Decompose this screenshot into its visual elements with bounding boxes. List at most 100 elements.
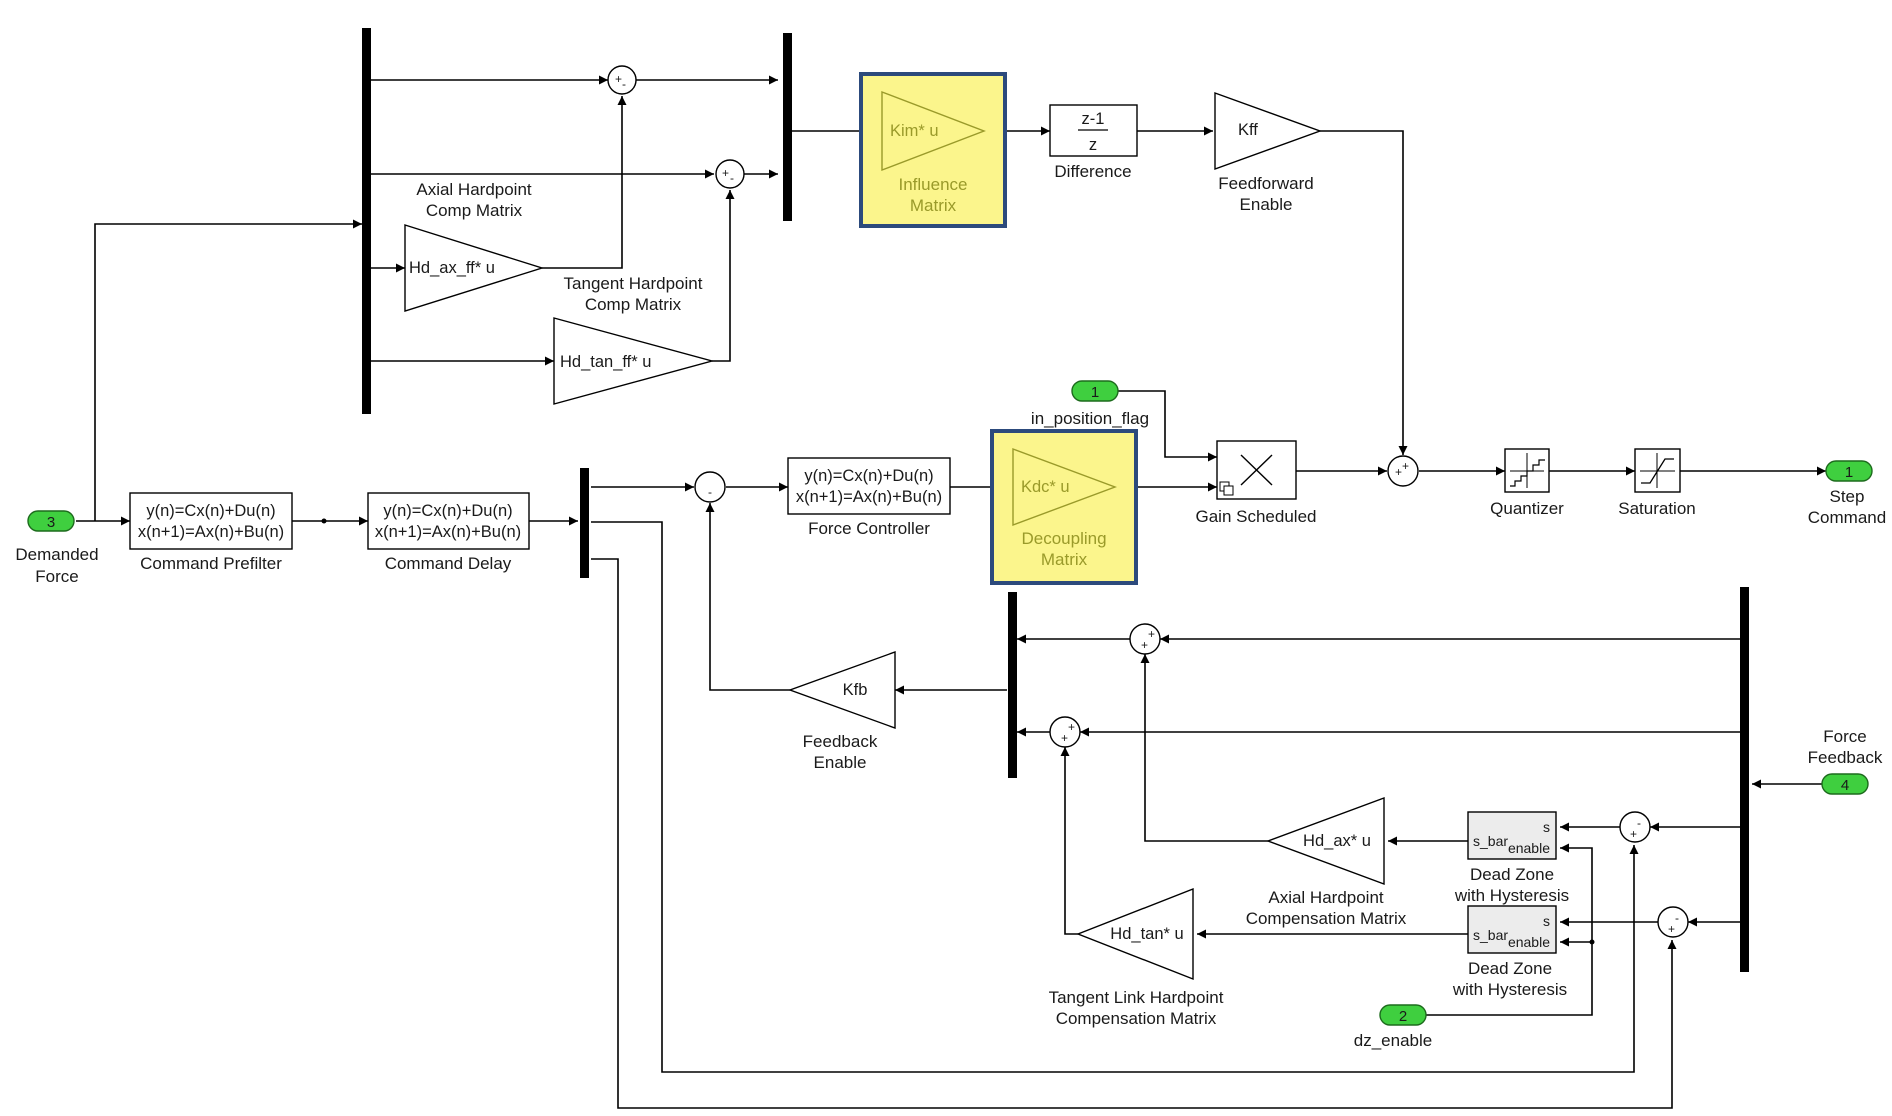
axial-hp-compensation-label-2: Compensation Matrix [1246,909,1407,928]
inport-demanded-force[interactable]: 3 [27,510,75,532]
svg-text:1: 1 [1845,464,1853,481]
svg-text:3: 3 [47,514,55,531]
svg-text:+: + [1668,922,1675,936]
command-delay-block[interactable]: y(n)=Cx(n)+Du(n) x(n+1)=Ax(n)+Bu(n) [367,492,530,550]
sum-block-top-1[interactable]: + - [607,65,637,95]
svg-text:+: + [1402,459,1409,473]
sum-block-mid[interactable]: - [694,471,726,503]
sum-block-feedback-1[interactable]: + + [1129,623,1161,655]
sum-block-dead-zone-2[interactable]: - + [1657,906,1689,938]
gain-scheduled-block[interactable] [1216,440,1297,500]
svg-text:Kff: Kff [1238,121,1258,139]
svg-text:-: - [730,171,734,185]
svg-text:+: + [1630,827,1637,841]
axial-hp-comp-label-1: Axial Hardpoint [416,180,532,199]
svg-text:enable: enable [1508,934,1550,950]
saturation-label: Saturation [1618,499,1696,518]
svg-text:s: s [1543,913,1550,929]
svg-text:y(n)=Cx(n)+Du(n): y(n)=Cx(n)+Du(n) [383,502,512,520]
force-controller-label: Force Controller [808,519,930,538]
tangent-hp-comp-label-2: Comp Matrix [585,295,682,314]
difference-block[interactable]: z-1 z [1049,104,1138,157]
difference-label: Difference [1054,162,1131,181]
svg-text:y(n)=Cx(n)+Du(n): y(n)=Cx(n)+Du(n) [804,467,933,485]
quantizer-label: Quantizer [1490,499,1564,518]
outport-step-command[interactable]: 1 [1825,460,1873,482]
svg-text:+: + [1141,638,1148,652]
svg-text:Matrix: Matrix [1041,550,1088,569]
svg-text:enable: enable [1508,840,1550,856]
svg-text:x(n+1)=Ax(n)+Bu(n): x(n+1)=Ax(n)+Bu(n) [375,523,521,541]
command-delay-label: Command Delay [385,554,512,573]
feedback-enable-label-1: Feedback [803,732,878,751]
decoupling-matrix-block[interactable]: Kdc* u Decoupling Matrix [990,429,1138,585]
svg-text:s: s [1543,819,1550,835]
quantizer-block[interactable] [1504,448,1550,493]
svg-text:Matrix: Matrix [910,196,957,215]
svg-text:x(n+1)=Ax(n)+Bu(n): x(n+1)=Ax(n)+Bu(n) [138,523,284,541]
saturation-block[interactable] [1634,448,1681,493]
tangent-link-hp-compensation-gain[interactable]: Hd_tan* u [1076,887,1194,981]
force-feedback-demux-bar [1740,587,1749,972]
svg-text:Kdc* u: Kdc* u [1021,478,1070,496]
dead-zone-block-1[interactable]: s s_bar enable [1467,811,1557,860]
svg-text:s_bar: s_bar [1473,833,1508,849]
feedback-enable-gain[interactable]: Kfb [787,651,896,729]
top-mux-bar [783,33,792,221]
sum-block-top-2[interactable]: + - [715,159,745,189]
axial-hp-compensation-label-1: Axial Hardpoint [1268,888,1384,907]
command-prefilter-label: Command Prefilter [140,554,282,573]
svg-text:Hd_tan* u: Hd_tan* u [1110,925,1183,943]
svg-text:2: 2 [1399,1008,1407,1025]
sum-block-dead-zone-1[interactable]: - + [1619,811,1651,843]
command-prefilter-block[interactable]: y(n)=Cx(n)+Du(n) x(n+1)=Ax(n)+Bu(n) [129,492,293,550]
tangent-link-hp-compensation-label-2: Compensation Matrix [1056,1009,1217,1028]
sum-block-feedback-2[interactable]: + + [1049,716,1081,748]
dead-zone-block-2[interactable]: s s_bar enable [1467,905,1557,954]
inport-force-feedback[interactable]: 4 [1821,773,1869,795]
command-demux-bar [580,468,589,578]
dead-zone-2-label-1: Dead Zone [1468,959,1552,978]
svg-text:+: + [1061,731,1068,745]
svg-text:-: - [708,485,712,499]
axial-hp-comp-gain[interactable]: Hd_ax_ff* u [404,224,545,312]
demanded-force-label-2: Force [35,567,78,586]
svg-text:Kim* u: Kim* u [890,122,939,140]
svg-text:4: 4 [1841,777,1849,794]
feedforward-enable-label-1: Feedforward [1218,174,1313,193]
sum-block-final[interactable]: + + [1387,455,1419,487]
svg-text:-: - [622,77,626,91]
svg-text:z-1: z-1 [1082,110,1105,128]
svg-text:s_bar: s_bar [1473,927,1508,943]
feedback-mux-bar [1008,592,1017,778]
svg-text:x(n+1)=Ax(n)+Bu(n): x(n+1)=Ax(n)+Bu(n) [796,488,942,506]
svg-text:+: + [1395,465,1402,479]
force-feedback-label-2: Feedback [1808,748,1883,767]
inport-dz-enable[interactable]: 2 [1379,1004,1427,1026]
dead-zone-1-label-2: with Hysteresis [1454,886,1569,905]
tangent-hp-comp-gain[interactable]: Hd_tan_ff* u [553,317,715,405]
svg-text:Hd_ax_ff* u: Hd_ax_ff* u [409,259,495,277]
axial-hp-comp-label-2: Comp Matrix [426,201,523,220]
axial-hp-compensation-gain[interactable]: Hd_ax* u [1265,796,1385,886]
force-controller-block[interactable]: y(n)=Cx(n)+Du(n) x(n+1)=Ax(n)+Bu(n) [787,457,951,515]
svg-text:+: + [615,72,622,86]
signal-wires [76,75,1826,1109]
svg-text:1: 1 [1091,384,1099,401]
svg-text:Kfb: Kfb [843,681,868,699]
demanded-force-label-1: Demanded [15,545,98,564]
svg-text:y(n)=Cx(n)+Du(n): y(n)=Cx(n)+Du(n) [146,502,275,520]
feedforward-enable-gain[interactable]: Kff [1214,92,1323,170]
inport-in-position-flag[interactable]: 1 [1071,380,1119,402]
dead-zone-1-label-1: Dead Zone [1470,865,1554,884]
dead-zone-2-label-2: with Hysteresis [1452,980,1567,999]
force-feedback-label-1: Force [1823,727,1866,746]
svg-text:Decoupling: Decoupling [1021,529,1106,548]
svg-text:+: + [722,166,729,180]
influence-matrix-block[interactable]: Kim* u Influence Matrix [859,72,1007,228]
gain-scheduled-label: Gain Scheduled [1196,507,1317,526]
in-position-flag-label: in_position_flag [1031,409,1149,428]
svg-text:Influence: Influence [899,175,968,194]
svg-text:+: + [1068,720,1075,734]
